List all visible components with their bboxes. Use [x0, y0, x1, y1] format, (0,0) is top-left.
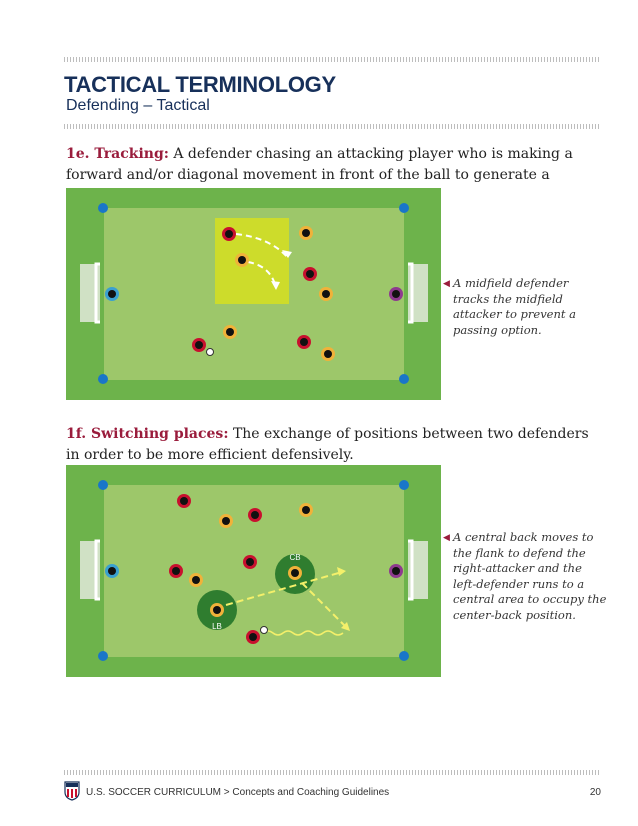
left-back-player	[210, 603, 224, 617]
switching-definition: 1f. Switching places: The exchange of po…	[66, 424, 601, 466]
goalkeeper-right	[389, 564, 403, 578]
attacker-player	[299, 226, 313, 240]
defender-player	[169, 564, 183, 578]
corner-marker	[98, 374, 108, 384]
page-title: TACTICAL TERMINOLOGY	[64, 72, 336, 98]
defender-player	[246, 630, 260, 644]
goalkeeper-left	[105, 564, 119, 578]
corner-marker	[399, 480, 409, 490]
attacker-player	[299, 503, 313, 517]
corner-marker	[399, 374, 409, 384]
attacker-player	[219, 514, 233, 528]
ball	[207, 349, 214, 356]
defender-player	[243, 555, 257, 569]
tracking-caption: ◀ A midfield defender tracks the midfiel…	[453, 276, 608, 338]
page-subtitle: Defending – Tactical	[66, 97, 210, 115]
defender-player	[248, 508, 262, 522]
cb-label: CB	[289, 553, 300, 562]
goalkeeper-left	[105, 287, 119, 301]
corner-marker	[98, 480, 108, 490]
center-back-player	[288, 566, 302, 580]
goalkeeper-right	[389, 287, 403, 301]
corner-marker	[399, 203, 409, 213]
tracking-caption-text: A midfield defender tracks the midfield …	[453, 276, 576, 337]
attacker-player	[223, 325, 237, 339]
page-footer: U.S. SOCCER CURRICULUM > Concepts and Co…	[64, 781, 601, 803]
tracking-field-diagram	[66, 188, 441, 400]
defender-player	[303, 267, 317, 281]
footer-dotted-rule	[64, 770, 601, 775]
defender-player	[177, 494, 191, 508]
left-goal	[80, 541, 100, 599]
defender-player	[222, 227, 236, 241]
right-goal	[408, 541, 428, 599]
switching-term: 1f. Switching places:	[66, 426, 228, 442]
defender-player	[297, 335, 311, 349]
lb-label: LB	[212, 622, 222, 631]
defender-player	[192, 338, 206, 352]
attacker-player	[321, 347, 335, 361]
switching-field-diagram: CB LB	[66, 465, 441, 677]
attacker-player	[235, 253, 249, 267]
tracking-term: 1e. Tracking:	[66, 146, 169, 162]
corner-marker	[399, 651, 409, 661]
footer-text: U.S. SOCCER CURRICULUM > Concepts and Co…	[86, 787, 389, 798]
page-number: 20	[590, 787, 601, 798]
attacker-player	[319, 287, 333, 301]
switching-caption-text: A central back moves to the flank to def…	[453, 530, 606, 622]
attacker-player	[189, 573, 203, 587]
left-goal	[80, 264, 100, 322]
header-dotted-rule	[64, 124, 601, 129]
switching-caption: ◀ A central back moves to the flank to d…	[453, 530, 608, 623]
caption-pointer-icon: ◀	[443, 531, 450, 547]
corner-marker	[98, 651, 108, 661]
ball	[261, 627, 268, 634]
caption-pointer-icon: ◀	[443, 277, 450, 293]
right-goal	[408, 264, 428, 322]
corner-marker	[98, 203, 108, 213]
us-soccer-crest-icon	[64, 781, 80, 801]
top-dotted-rule	[64, 57, 601, 62]
